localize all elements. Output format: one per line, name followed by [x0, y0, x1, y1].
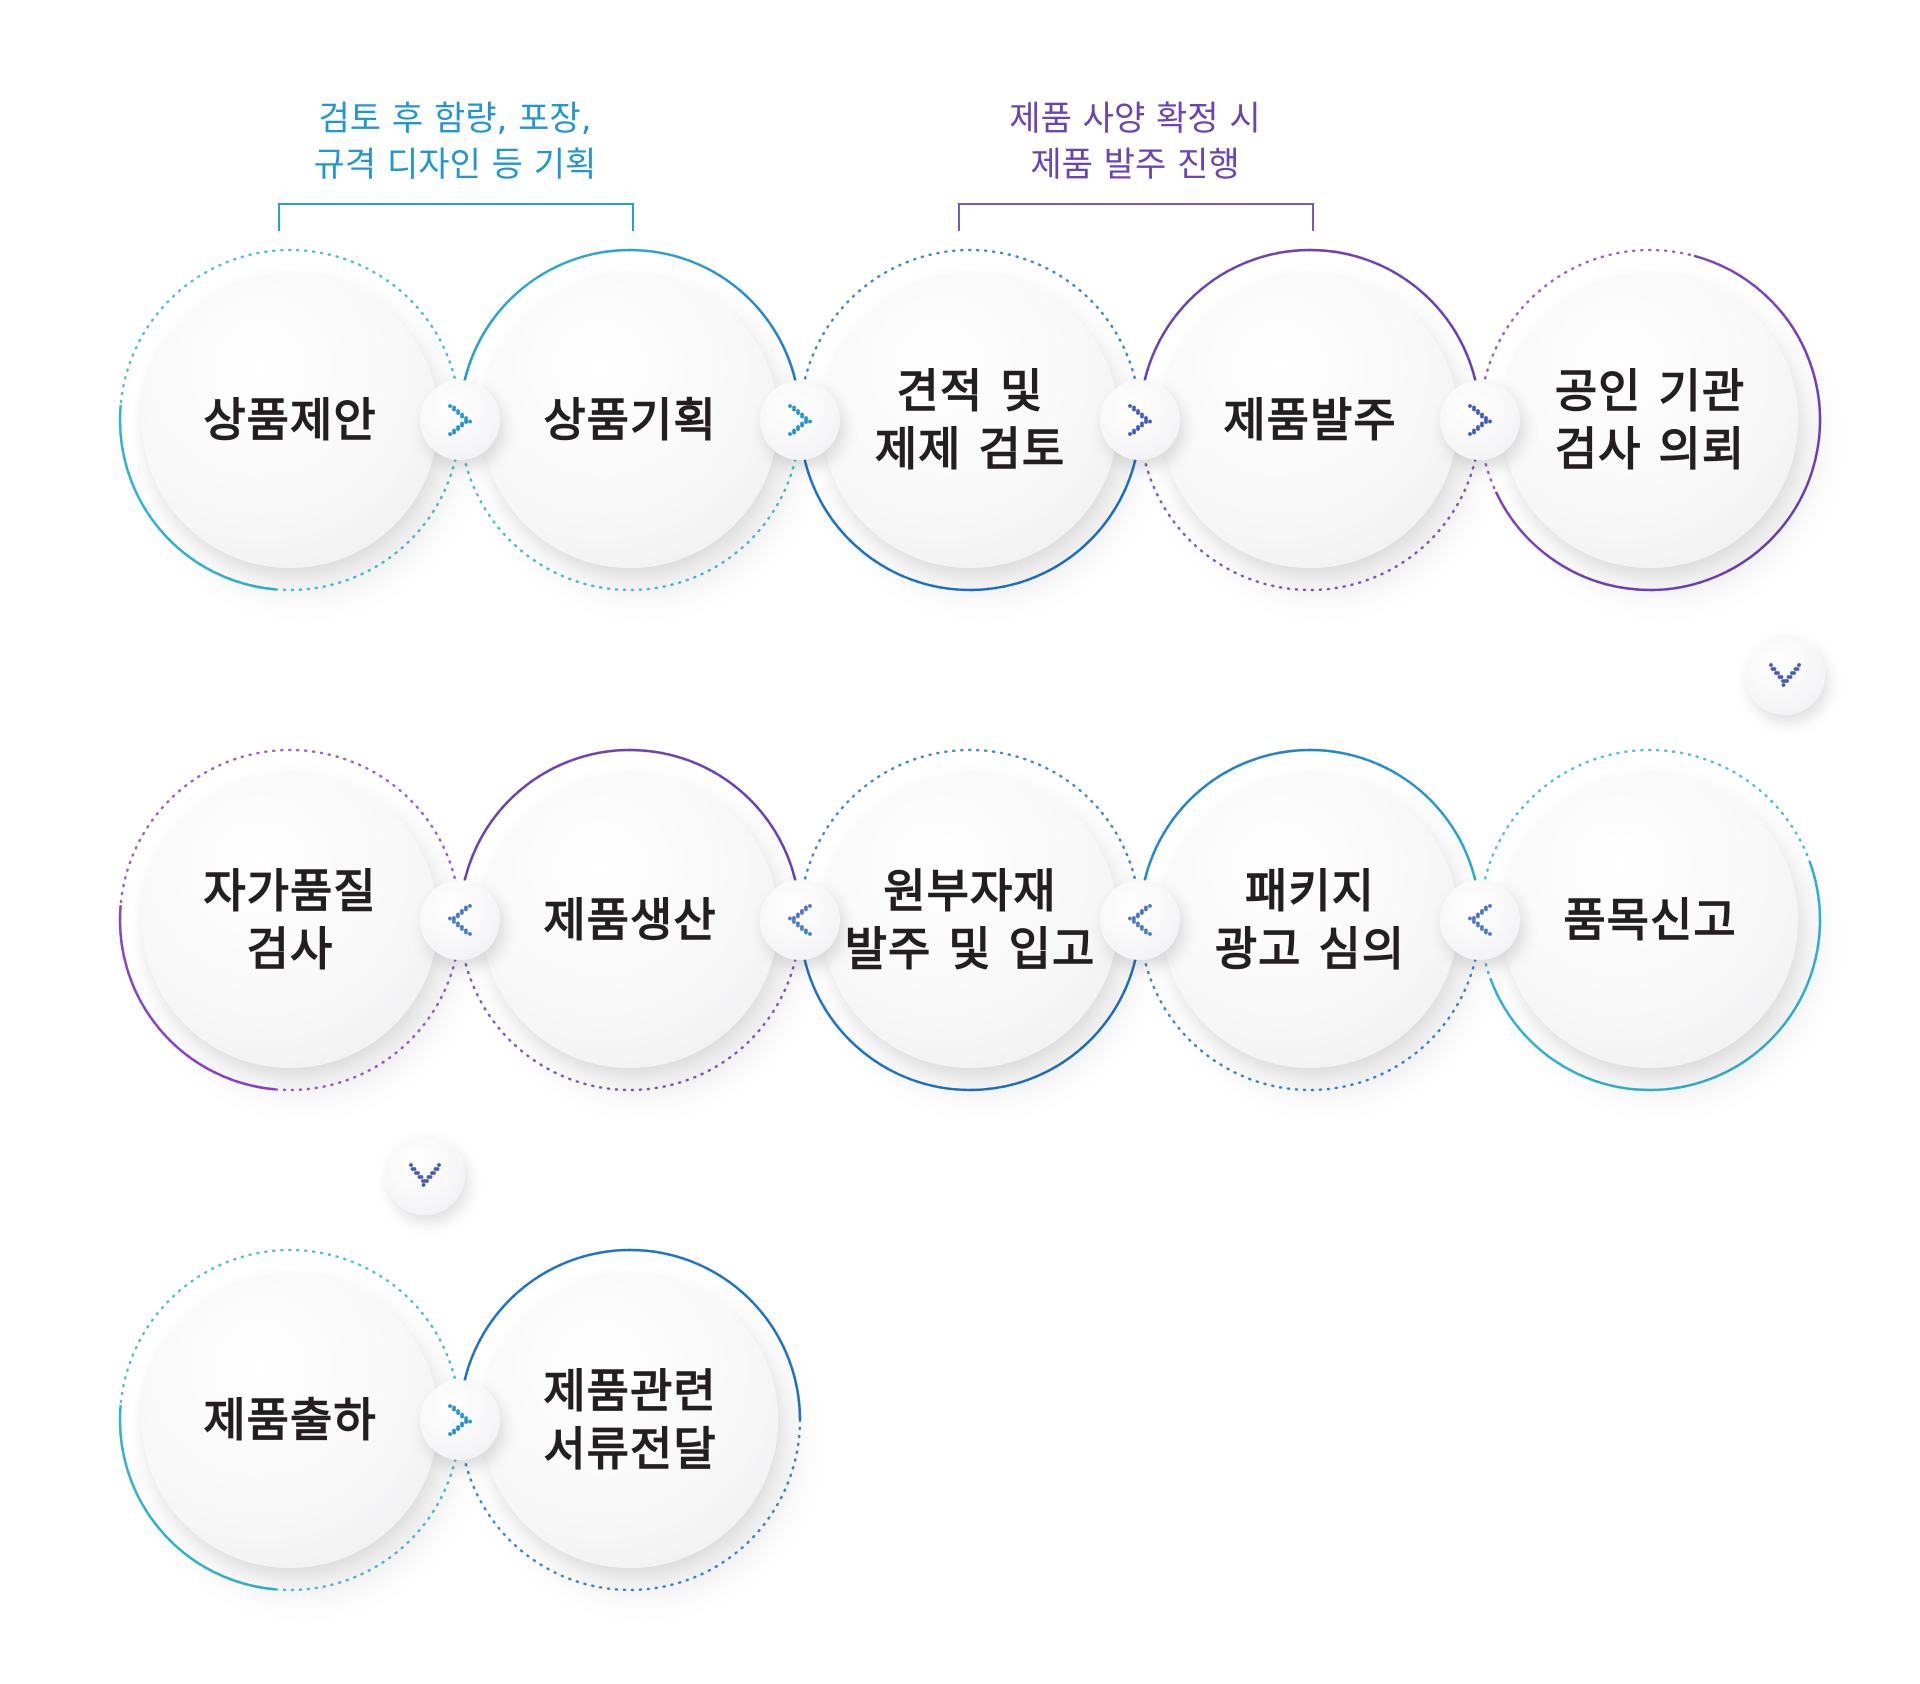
annotation-quote-review: 검토 후 함량, 포장, 규격 디자인 등 기획	[230, 96, 680, 188]
step-label-line: 제품출하	[203, 1393, 377, 1447]
chevron-right-icon	[448, 1404, 472, 1436]
arrow-connector	[1100, 380, 1180, 460]
step-label-line: 상품기획	[543, 393, 717, 447]
step-label-line: 공인 기관	[1554, 364, 1746, 418]
step-s11: 제품출하	[142, 1272, 438, 1568]
annotation-bracket	[278, 203, 634, 231]
step-label-line: 자가품질	[203, 864, 377, 918]
chevron-right-icon	[1128, 404, 1152, 436]
step-label: 품목신고	[1563, 891, 1736, 949]
step-label-line: 상품제안	[203, 393, 377, 447]
step-label-line: 패키지	[1245, 864, 1375, 918]
step-s6: 품목신고	[1502, 772, 1798, 1068]
chevron-left-icon	[1468, 904, 1492, 936]
step-label-line: 제품생산	[543, 893, 717, 947]
chevron-right-icon	[448, 404, 472, 436]
annotation-line: 검토 후 함량, 포장,	[318, 99, 592, 139]
chevron-left-icon	[1128, 904, 1152, 936]
annotation-line: 제품 사양 확정 시	[1009, 99, 1261, 139]
step-label-line: 원부자재	[883, 864, 1057, 918]
step-s4: 제품발주	[1162, 272, 1458, 568]
step-label: 상품제안	[203, 391, 376, 449]
arrow-connector	[1100, 880, 1180, 960]
step-s1: 상품제안	[142, 272, 438, 568]
step-label-line: 제품관련	[543, 1364, 717, 1418]
step-label-line: 서류전달	[543, 1422, 717, 1476]
arrow-connector	[420, 880, 500, 960]
arrow-connector	[420, 1380, 500, 1460]
chevron-down-icon	[1769, 663, 1801, 687]
arrow-connector	[1440, 380, 1520, 460]
step-label-line: 품목신고	[1563, 893, 1737, 947]
step-label: 상품기획	[543, 391, 716, 449]
chevron-right-icon	[788, 404, 812, 436]
step-label: 제품발주	[1223, 391, 1396, 449]
arrow-connector	[1745, 635, 1825, 715]
step-s2: 상품기획	[482, 272, 778, 568]
chevron-down-icon	[409, 1163, 441, 1187]
step-label-line: 검사 의뢰	[1554, 422, 1746, 476]
step-label-line: 제품발주	[1223, 393, 1397, 447]
arrow-connector	[1440, 880, 1520, 960]
annotation-order-confirm: 제품 사양 확정 시 제품 발주 진행	[910, 96, 1360, 188]
annotation-bracket	[958, 203, 1314, 231]
arrow-connector	[420, 380, 500, 460]
arrow-connector	[760, 380, 840, 460]
step-s9: 제품생산	[482, 772, 778, 1068]
step-label-line: 검사	[246, 922, 334, 976]
chevron-left-icon	[448, 904, 472, 936]
step-label: 제품생산	[543, 891, 716, 949]
step-label-line: 발주 및 입고	[844, 922, 1096, 976]
annotation-line: 제품 발주 진행	[1030, 145, 1240, 185]
chevron-right-icon	[1468, 404, 1492, 436]
step-label-line: 제제 검토	[874, 422, 1066, 476]
step-label-line: 견적 및	[896, 364, 1044, 418]
chevron-left-icon	[788, 904, 812, 936]
step-label-line: 광고 심의	[1214, 922, 1406, 976]
arrow-connector	[760, 880, 840, 960]
arrow-connector	[385, 1135, 465, 1215]
step-label: 제품출하	[203, 1391, 376, 1449]
annotation-line: 규격 디자인 등 기획	[313, 145, 597, 185]
